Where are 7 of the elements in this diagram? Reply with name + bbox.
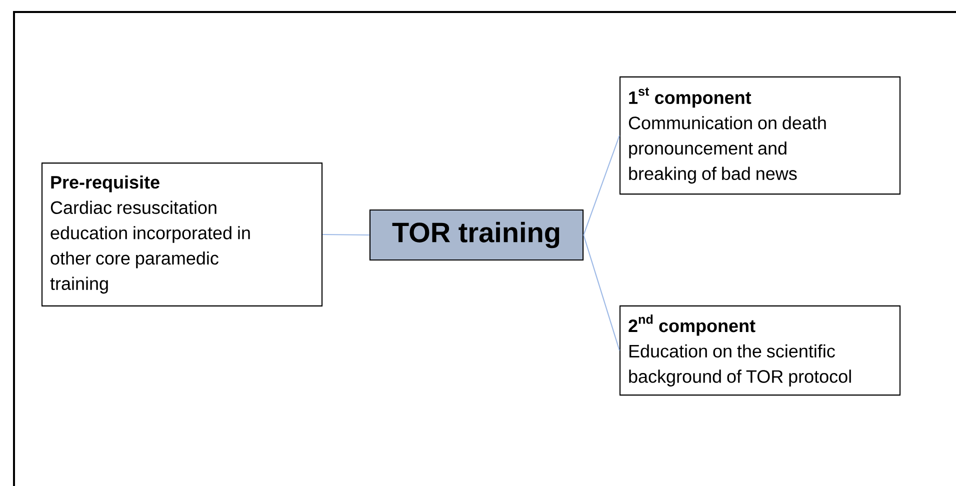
connector-line (322, 234, 370, 236)
text-box: $\textbf{2}^{\textbf{nd}}\ \textbf{component}$ Education on the scientific background of TOR protocol (619, 305, 901, 396)
text-box: $\textbf{1}^{\textbf{st}}\ \textbf{component}$ Communication on death pronouncement and breaking of bad news (619, 76, 901, 195)
title-box: TOR training (369, 209, 584, 261)
text-box: Pre-requisite Cardiac resuscitation education incorporated in other core paramedic training (41, 162, 323, 306)
connector-line (583, 135, 620, 236)
connector-line (583, 234, 620, 351)
